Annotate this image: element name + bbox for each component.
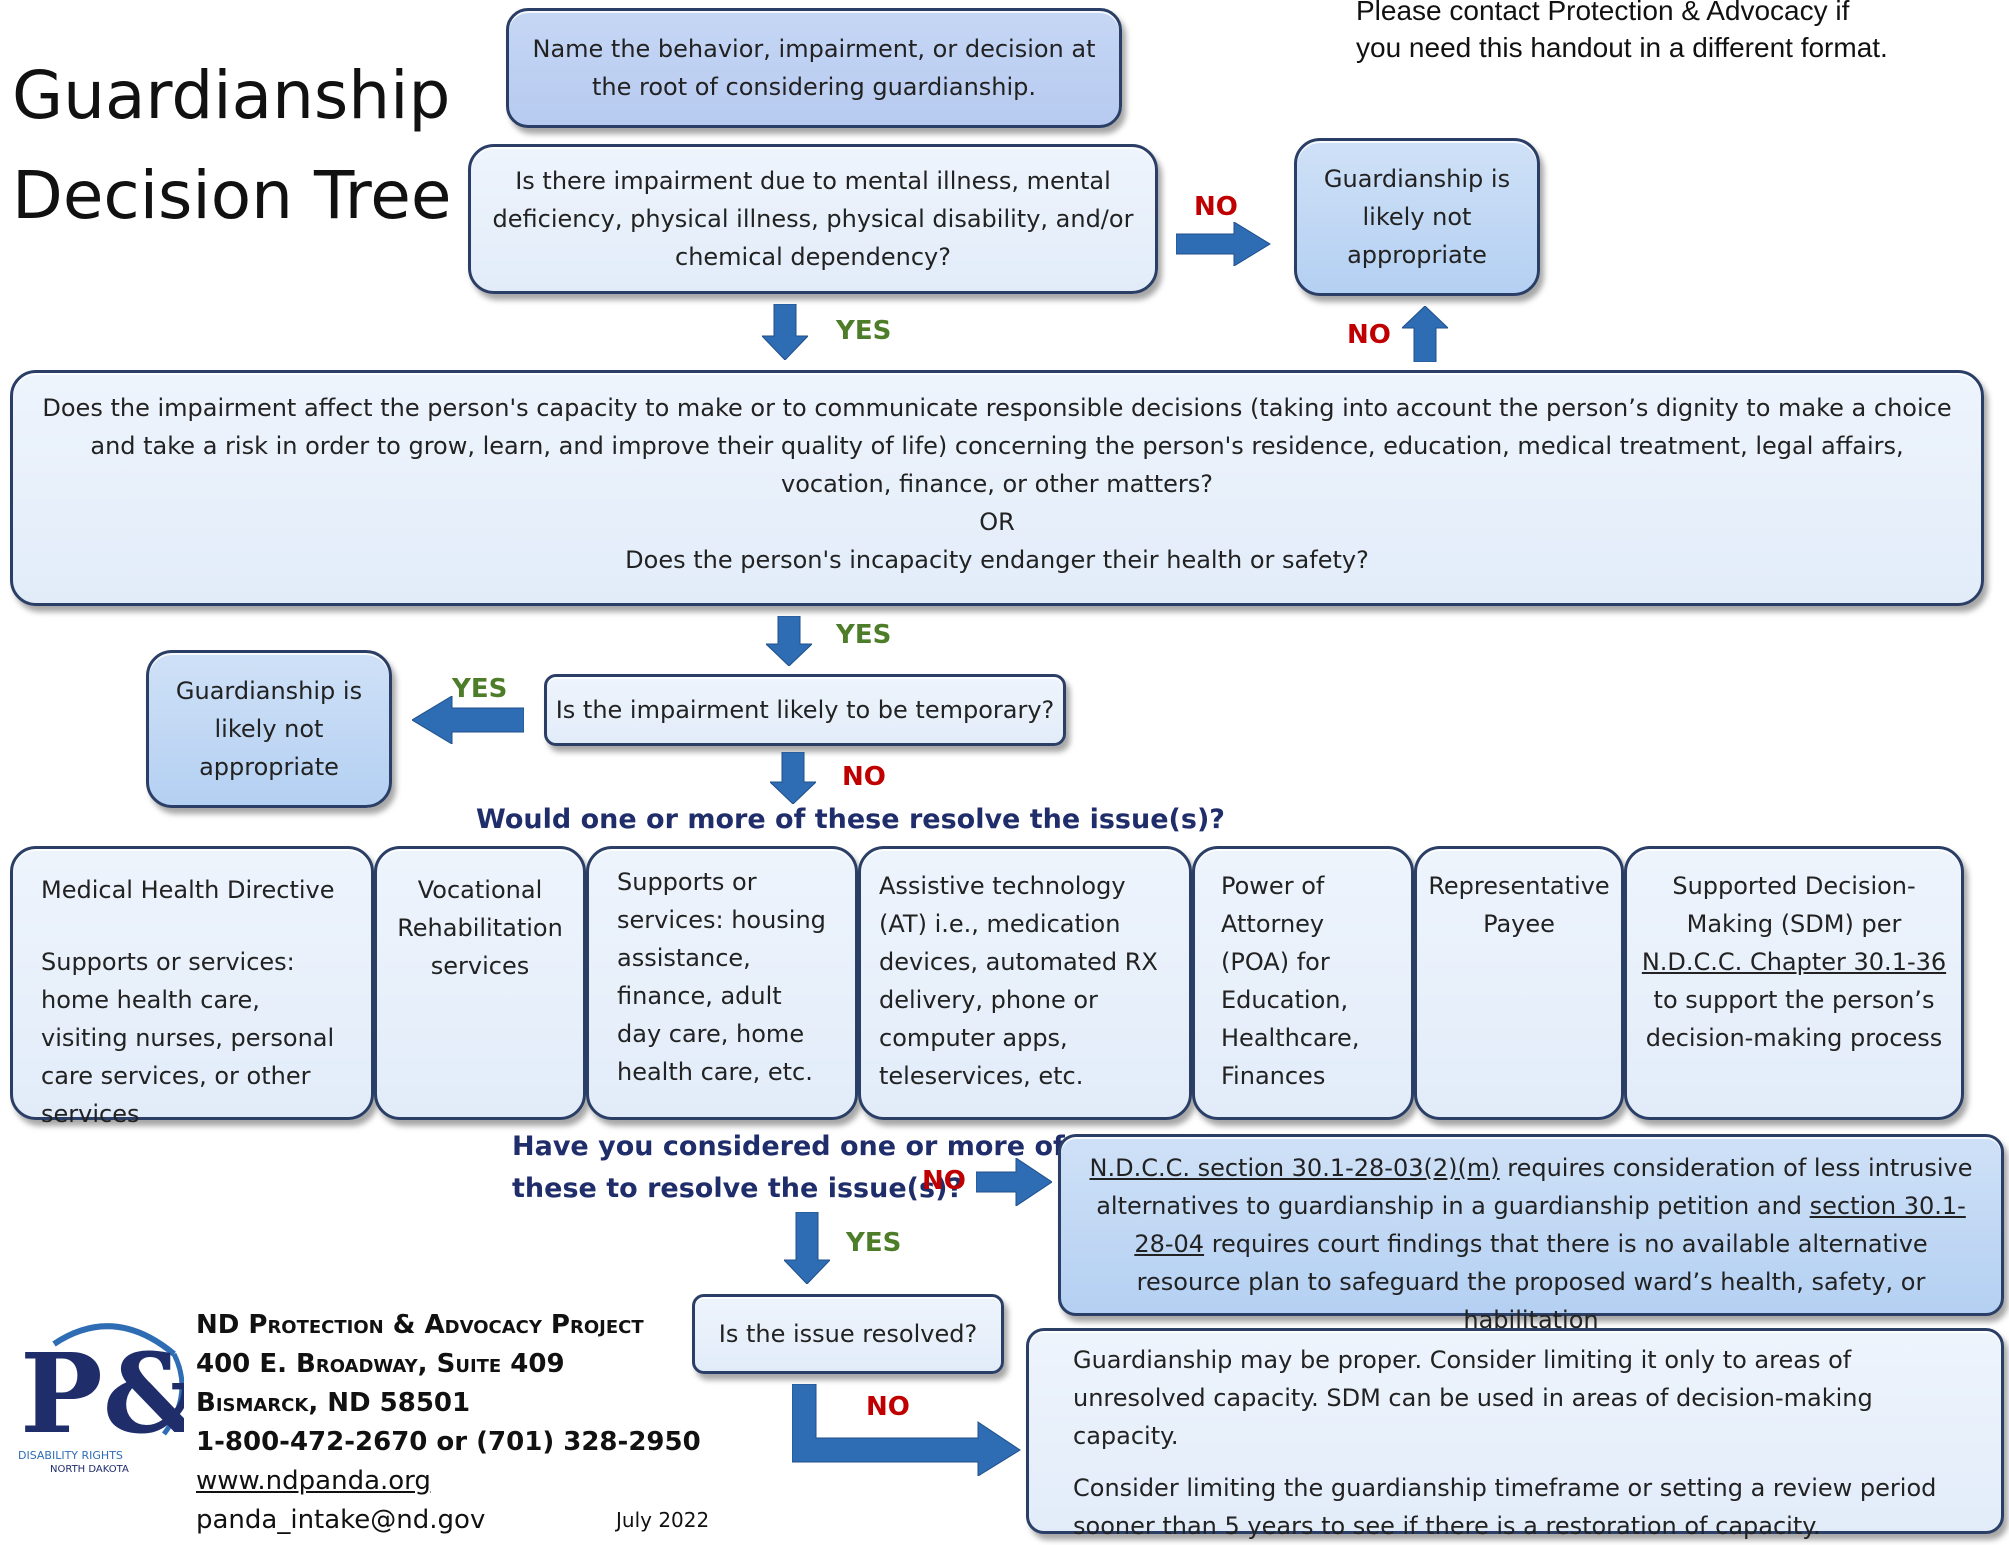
impairment-question-text: Is there impairment due to mental illnes…	[492, 167, 1134, 271]
guardianship-proper-box: Guardianship may be proper. Consider lim…	[1026, 1328, 2004, 1540]
logo-letters: P&A	[20, 1329, 184, 1458]
alt-medical-box: Medical Health Directive Supports or ser…	[10, 846, 374, 1128]
email-address[interactable]: panda_intake@nd.gov	[196, 1505, 486, 1535]
alt-payee-text: Representative Payee	[1428, 872, 1610, 938]
right-arrow-icon	[1176, 222, 1272, 266]
no-label-impairment: NO	[1194, 192, 1238, 222]
temporary-question-text: Is the impairment likely to be temporary…	[555, 696, 1055, 724]
city-address: Bismarck, ND 58501	[196, 1388, 471, 1418]
alt-poa-text: Power of Attorney (POA) for Education, H…	[1221, 872, 1360, 1090]
contact-note: Please contact Protection & Advocacy if …	[1356, 0, 2006, 66]
alt-medical-body: Supports or services: home health care, …	[41, 948, 335, 1128]
capacity-question-text-2: Does the person's incapacity endanger th…	[625, 546, 1369, 574]
website-link[interactable]: www.ndpanda.org	[196, 1466, 431, 1496]
yes-label-temporary: YES	[452, 674, 508, 704]
elbow-arrow-icon	[792, 1384, 1022, 1476]
yes-label-considered: YES	[846, 1228, 902, 1258]
alt-supports-text: Supports or services: housing assistance…	[617, 868, 826, 1086]
ndcc-section-link-1[interactable]: N.D.C.C. section 30.1-28-03(2)(m)	[1089, 1154, 1500, 1182]
alt-sdm-text-1: Supported Decision-Making (SDM) per	[1672, 872, 1916, 938]
no-label-capacity: NO	[1347, 320, 1391, 350]
down-arrow-icon-4	[784, 1212, 830, 1284]
no-label-considered: NO	[922, 1166, 966, 1196]
yes-label-capacity: YES	[836, 620, 892, 650]
not-appropriate-text-2: Guardianship is likely not appropriate	[175, 677, 363, 781]
date-label: July 2022	[616, 1508, 710, 1532]
contact-note-line-2: you need this handout in a different for…	[1356, 32, 1888, 63]
down-arrow-icon-1	[762, 304, 808, 360]
resolve-question: Would one or more of these resolve the i…	[476, 804, 1225, 835]
contact-note-line-1: Please contact Protection & Advocacy if	[1356, 0, 1850, 26]
ndcc-text-2: requires court findings that there is no…	[1136, 1230, 1928, 1334]
org-name: ND Protection & Advocacy Project	[196, 1310, 644, 1340]
considered-question-line-2: these to resolve the issue(s)?	[512, 1173, 964, 1204]
considered-question-line-1: Have you considered one or more of	[512, 1131, 1065, 1162]
left-arrow-icon	[412, 696, 524, 744]
logo-line-1: DISABILITY RIGHTS	[18, 1449, 123, 1462]
alt-assistive-text: Assistive technology (AT) i.e., medicati…	[879, 872, 1158, 1090]
no-label-resolved: NO	[866, 1392, 910, 1422]
right-arrow-icon-2	[976, 1158, 1052, 1206]
alt-sdm-statute-link[interactable]: N.D.C.C. Chapter 30.1-36	[1641, 948, 1947, 976]
alt-vocational-box: Vocational Rehabilitation services	[374, 846, 586, 1120]
not-appropriate-text-1: Guardianship is likely not appropriate	[1323, 165, 1511, 269]
impairment-question-box: Is there impairment due to mental illnes…	[468, 144, 1158, 294]
capacity-question-box: Does the impairment affect the person's …	[10, 370, 1984, 606]
resolved-question-box: Is the issue resolved?	[692, 1294, 1004, 1374]
root-question-box: Name the behavior, impairment, or decisi…	[506, 8, 1122, 128]
ndcc-requirements-box: N.D.C.C. section 30.1-28-03(2)(m) requir…	[1058, 1134, 2004, 1334]
temporary-question-box: Is the impairment likely to be temporary…	[544, 674, 1066, 746]
down-arrow-icon-3	[770, 752, 816, 804]
final-paragraph-1: Guardianship may be proper. Consider lim…	[1073, 1346, 1873, 1450]
alt-medical-title: Medical Health Directive	[41, 876, 335, 904]
alt-poa-box: Power of Attorney (POA) for Education, H…	[1192, 846, 1414, 1120]
title-line-1: Guardianship	[12, 57, 451, 134]
street-address: 400 E. Broadway, Suite 409	[196, 1349, 565, 1379]
considered-question: Have you considered one or more of these…	[512, 1126, 1065, 1210]
ndcc-section-link-2[interactable]: section 30.1-28-04	[1134, 1192, 1966, 1258]
alt-payee-box: Representative Payee	[1414, 846, 1624, 1120]
pa-logo: P&A DISABILITY RIGHTS NORTH DAKOTA	[14, 1314, 289, 1475]
alt-sdm-box: Supported Decision-Making (SDM) per N.D.…	[1624, 846, 1964, 1120]
title-line-2: Decision Tree	[12, 157, 452, 234]
down-arrow-icon-2	[766, 616, 812, 666]
root-question-text: Name the behavior, impairment, or decisi…	[532, 35, 1096, 101]
phone-number: 1-800-472-2670 or (701) 328-2950	[196, 1427, 701, 1457]
alt-sdm-text-2: to support the person’s decision-making …	[1645, 986, 1943, 1052]
logo-line-2: NORTH DAKOTA	[50, 1464, 129, 1474]
capacity-question-text-1: Does the impairment affect the person's …	[42, 394, 1952, 498]
alt-supports-box: Supports or services: housing assistance…	[586, 846, 858, 1120]
page-title: Guardianship Decision Tree	[12, 46, 451, 246]
yes-label-impairment: YES	[836, 316, 892, 346]
capacity-or-text: OR	[979, 508, 1015, 536]
no-label-temporary: NO	[842, 762, 886, 792]
up-arrow-icon	[1402, 306, 1448, 362]
alt-vocational-text: Vocational Rehabilitation services	[397, 876, 563, 980]
resolved-question-text: Is the issue resolved?	[718, 1320, 978, 1348]
ndcc-text-1: requires consideration of less intrusive…	[1096, 1154, 1973, 1220]
not-appropriate-box-1: Guardianship is likely not appropriate	[1294, 138, 1540, 296]
not-appropriate-box-2: Guardianship is likely not appropriate	[146, 650, 392, 808]
alt-assistive-box: Assistive technology (AT) i.e., medicati…	[858, 846, 1192, 1120]
address-block: ND Protection & Advocacy Project 400 E. …	[196, 1306, 716, 1540]
